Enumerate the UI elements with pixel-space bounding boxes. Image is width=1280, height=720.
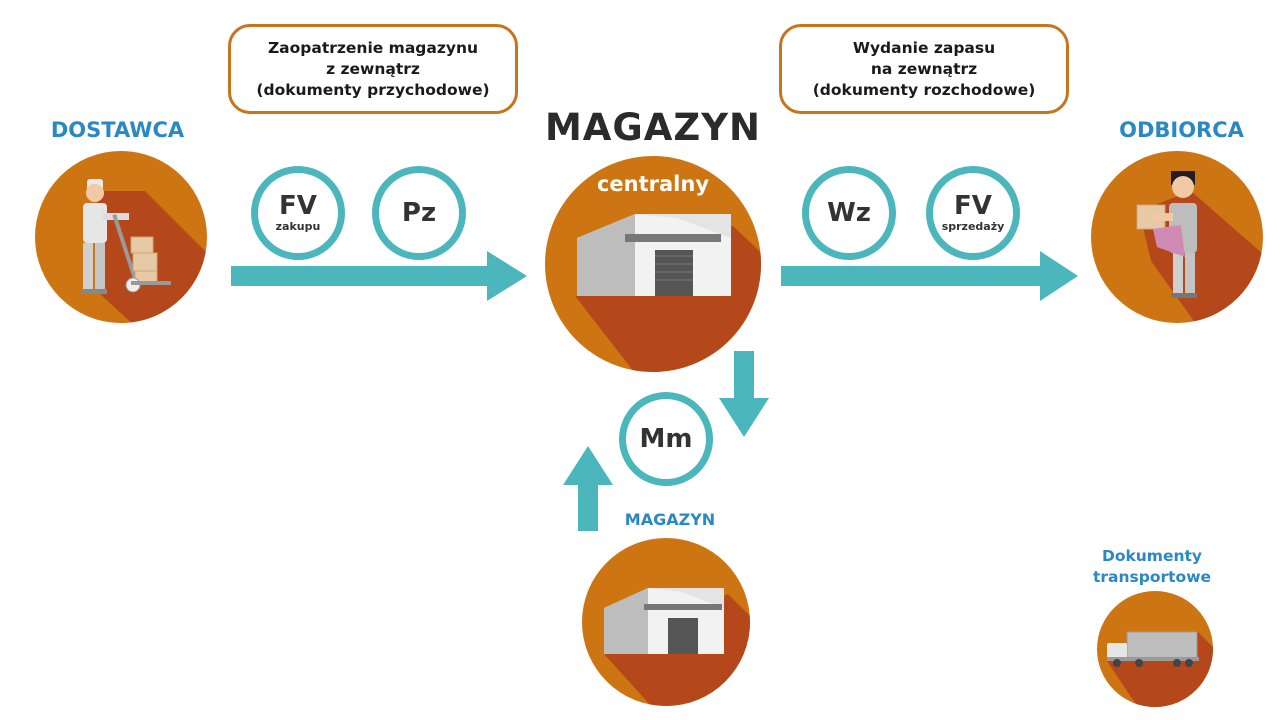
warehouse-title: MAGAZYN (544, 106, 762, 149)
transport-line-2: transportowe (1092, 568, 1212, 586)
up-arrow-shaft (578, 482, 598, 531)
central-warehouse-icon (545, 156, 761, 372)
customer-label: ODBIORCA (1119, 118, 1244, 142)
mm-code: Mm (639, 424, 693, 454)
wz-document: Wz (802, 166, 896, 260)
down-arrow-head (719, 398, 769, 437)
supplier-icon (35, 151, 207, 323)
inbound-documents-box: Zaopatrzenie magazynu z zewnątrz (dokume… (228, 24, 518, 114)
other-warehouse-icon (582, 538, 750, 706)
inbound-box-line-1: Zaopatrzenie magazynu (267, 38, 479, 57)
transport-line-1: Dokumenty (1101, 547, 1203, 565)
inbound-arrow-shaft (231, 266, 493, 286)
inbound-box-line-3: (dokumenty przychodowe) (256, 80, 490, 99)
transport-label: Dokumenty transportowe (1082, 546, 1222, 588)
inbound-arrow-head (487, 251, 527, 301)
outbound-box-line-3: (dokumenty rozchodowe) (812, 80, 1036, 99)
inbound-box-line-2: z zewnątrz (326, 59, 420, 78)
warehouse-subtitle: centralny (596, 172, 710, 196)
outbound-box-line-2: na zewnątrz (870, 59, 978, 78)
supplier-label: DOSTAWCA (50, 118, 185, 142)
down-arrow-shaft (734, 351, 754, 401)
fv-sale-code: FV (954, 191, 992, 221)
wz-code: Wz (827, 198, 871, 228)
fv-purchase-sub: zakupu (275, 220, 321, 233)
outbound-arrow-shaft (781, 266, 1047, 286)
other-warehouse-label: MAGAZYN (624, 510, 716, 529)
outbound-documents-box: Wydanie zapasu na zewnątrz (dokumenty ro… (779, 24, 1069, 114)
customer-icon (1091, 151, 1263, 323)
fv-purchase-document: FV zakupu (251, 166, 345, 260)
pz-code: Pz (401, 198, 437, 228)
up-arrow-head (563, 446, 613, 485)
outbound-box-line-1: Wydanie zapasu (852, 38, 996, 57)
pz-document: Pz (372, 166, 466, 260)
fv-sale-document: FV sprzedaży (926, 166, 1020, 260)
fv-purchase-code: FV (279, 191, 317, 221)
fv-sale-sub: sprzedaży (941, 220, 1005, 233)
mm-document: Mm (619, 392, 713, 486)
truck-icon (1097, 591, 1213, 707)
outbound-arrow-head (1040, 251, 1078, 301)
